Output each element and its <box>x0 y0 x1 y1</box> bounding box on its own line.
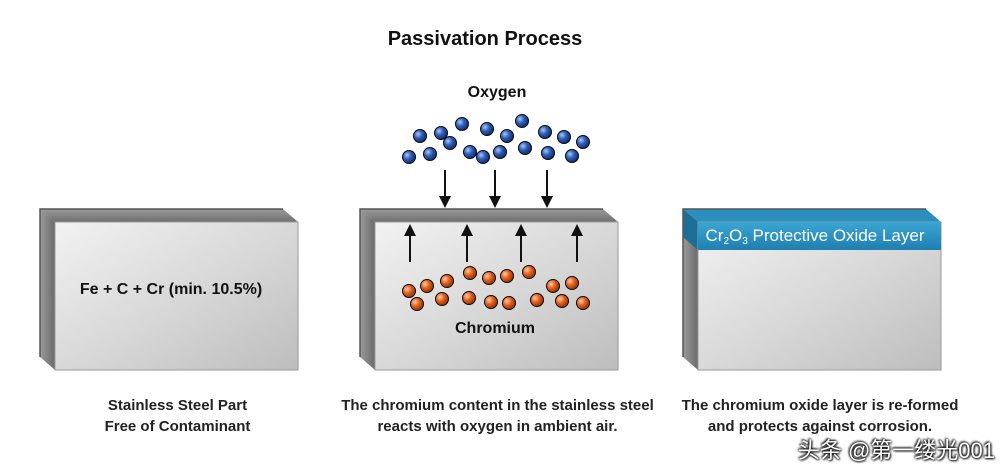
chromium-atom <box>546 279 560 293</box>
layer-label-rest: Protective Oxide Layer <box>747 226 925 245</box>
oxygen-atom <box>476 150 490 164</box>
oxygen-atom <box>423 147 437 161</box>
layer-sub-2: 2 <box>723 236 729 247</box>
steel-block-2 <box>359 208 619 371</box>
chromium-atom <box>435 292 449 306</box>
chromium-label: Chromium <box>455 320 535 337</box>
caption-line: and protects against corrosion. <box>707 418 933 435</box>
chromium-atom <box>482 271 496 285</box>
chromium-atom <box>402 284 416 298</box>
chromium-atom <box>440 274 454 288</box>
chromium-atom <box>530 293 544 307</box>
caption-stainless-steel: Stainless Steel Part Free of Contaminant <box>40 395 315 437</box>
layer-sub-3: 3 <box>742 236 748 247</box>
chromium-atom <box>463 266 477 280</box>
chromium-atom <box>462 291 476 305</box>
caption-line: Stainless Steel Part <box>107 397 248 414</box>
caption-line: The chromium content in the stainless st… <box>341 397 654 414</box>
chromium-atoms <box>402 265 590 311</box>
oxygen-arrows <box>439 170 553 208</box>
oxygen-atom <box>538 125 552 139</box>
oxide-layer <box>698 222 941 250</box>
diagram-title: Passivation Process <box>387 28 583 50</box>
chromium-atom <box>502 296 516 310</box>
watermark-text: 头条 @第一缕光001 <box>797 438 995 463</box>
oxygen-atom <box>557 130 571 144</box>
oxygen-atom <box>500 129 514 143</box>
steel-block-3 <box>682 208 942 371</box>
layer-formula-o: O <box>729 226 743 245</box>
layer-formula-cr: Cr <box>705 226 724 245</box>
oxygen-atom <box>413 129 427 143</box>
oxygen-atom <box>455 117 469 131</box>
caption-line: The chromium oxide layer is re-formed <box>681 397 959 414</box>
oxide-layer-label: Cr2O3 Protective Oxide Layer <box>690 226 940 247</box>
caption-line: Free of Contaminant <box>104 418 251 435</box>
block1-formula: Fe + C + Cr (min. 10.5%) <box>79 281 263 298</box>
chromium-atom <box>484 295 498 309</box>
caption-line: reacts with oxygen in ambient air. <box>377 418 618 435</box>
oxygen-label: Oxygen <box>467 84 527 101</box>
oxygen-atom <box>541 146 555 160</box>
oxygen-atom <box>402 150 416 164</box>
oxygen-atom <box>515 114 529 128</box>
oxygen-atom <box>493 145 507 159</box>
oxygen-atoms <box>402 114 590 164</box>
chromium-atom <box>555 294 569 308</box>
caption-oxide-layer: The chromium oxide layer is re-formed an… <box>665 395 975 437</box>
chromium-atom <box>500 269 514 283</box>
oxygen-atom <box>480 122 494 136</box>
oxygen-atom <box>576 135 590 149</box>
oxygen-atom <box>443 136 457 150</box>
oxygen-atom <box>565 149 579 163</box>
chromium-arrows <box>404 224 583 262</box>
oxygen-atom <box>518 141 532 155</box>
chromium-atom <box>565 276 579 290</box>
chromium-atom <box>410 297 424 311</box>
chromium-atom <box>576 296 590 310</box>
chromium-atom <box>522 265 536 279</box>
caption-reaction: The chromium content in the stainless st… <box>330 395 665 437</box>
oxygen-atom <box>463 145 477 159</box>
chromium-atom <box>420 279 434 293</box>
oxygen-atom <box>434 126 448 140</box>
steel-block-1 <box>39 208 299 371</box>
